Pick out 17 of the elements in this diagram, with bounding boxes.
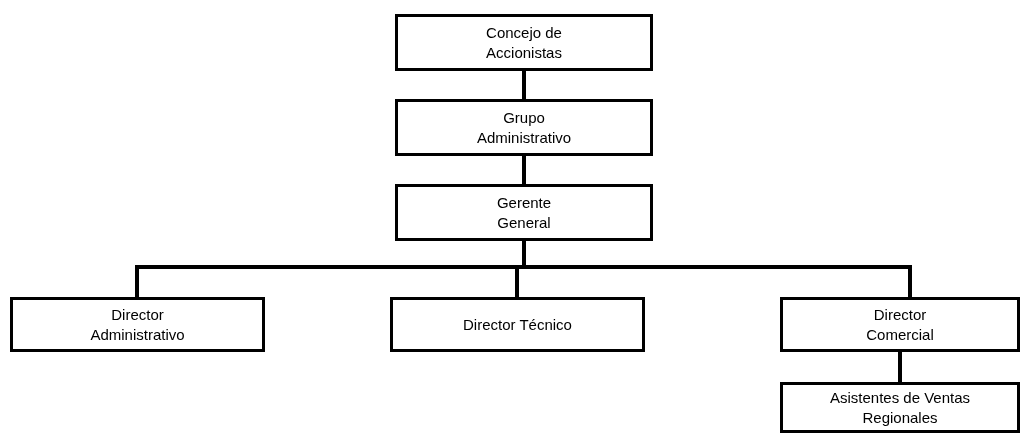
role-label: Gerente General <box>495 193 553 232</box>
org-box <box>390 297 645 352</box>
role-label: Director Administrativo <box>89 305 186 344</box>
connector-line <box>522 71 526 99</box>
role-label: Grupo Administrativo <box>475 108 573 147</box>
org-box <box>10 297 265 352</box>
org-box <box>780 297 1020 352</box>
role-label: Concejo de Accionistas <box>485 23 563 62</box>
connector-line <box>898 352 902 382</box>
role-label: Director Comercial <box>865 305 935 344</box>
connector-line <box>522 156 526 184</box>
org-box <box>780 382 1020 433</box>
org-box <box>395 14 653 71</box>
role-label: Director Técnico <box>462 314 573 335</box>
org-box <box>395 184 653 241</box>
org-box <box>395 99 653 156</box>
role-label: Asistentes de Ventas Regionales <box>828 388 972 427</box>
